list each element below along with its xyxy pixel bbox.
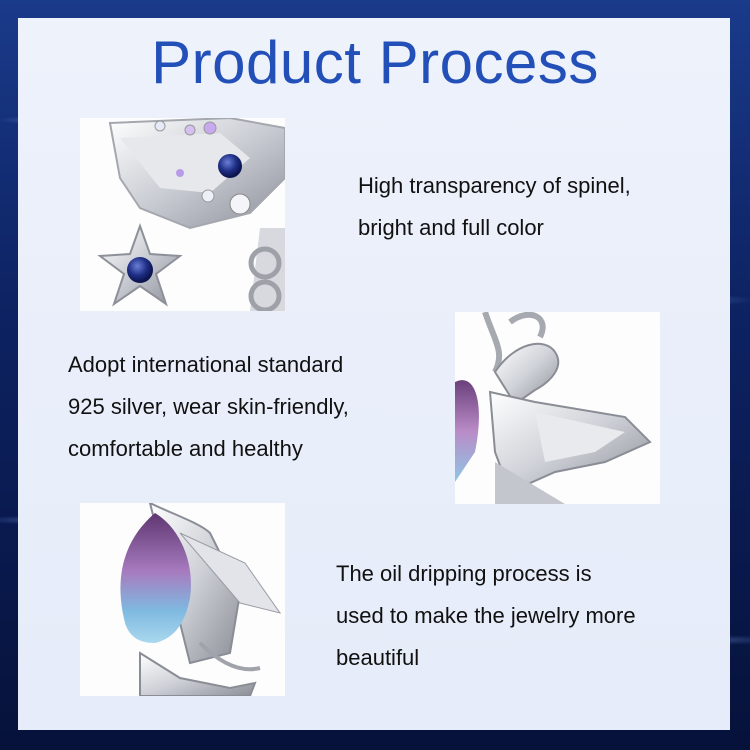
- star-charm-photo: [80, 118, 285, 311]
- enamel-detail-photo: [80, 503, 285, 696]
- description-line: comfortable and healthy: [68, 436, 303, 461]
- spinel-description: High transparency of spinel, bright and …: [358, 165, 631, 249]
- description-line: Adopt international standard: [68, 352, 344, 377]
- description-line: used to make the jewelry more: [336, 603, 636, 628]
- description-line: beautiful: [336, 645, 420, 670]
- description-line: High transparency of spinel,: [358, 173, 631, 198]
- fairy-charm-photo: [455, 312, 660, 504]
- page-title: Product Process: [151, 29, 599, 96]
- description-line: bright and full color: [358, 215, 544, 240]
- oil-dripping-description: The oil dripping process is used to make…: [336, 553, 636, 679]
- description-line: The oil dripping process is: [336, 561, 592, 586]
- silver-description: Adopt international standard 925 silver,…: [68, 344, 349, 470]
- description-line: 925 silver, wear skin-friendly,: [68, 394, 349, 419]
